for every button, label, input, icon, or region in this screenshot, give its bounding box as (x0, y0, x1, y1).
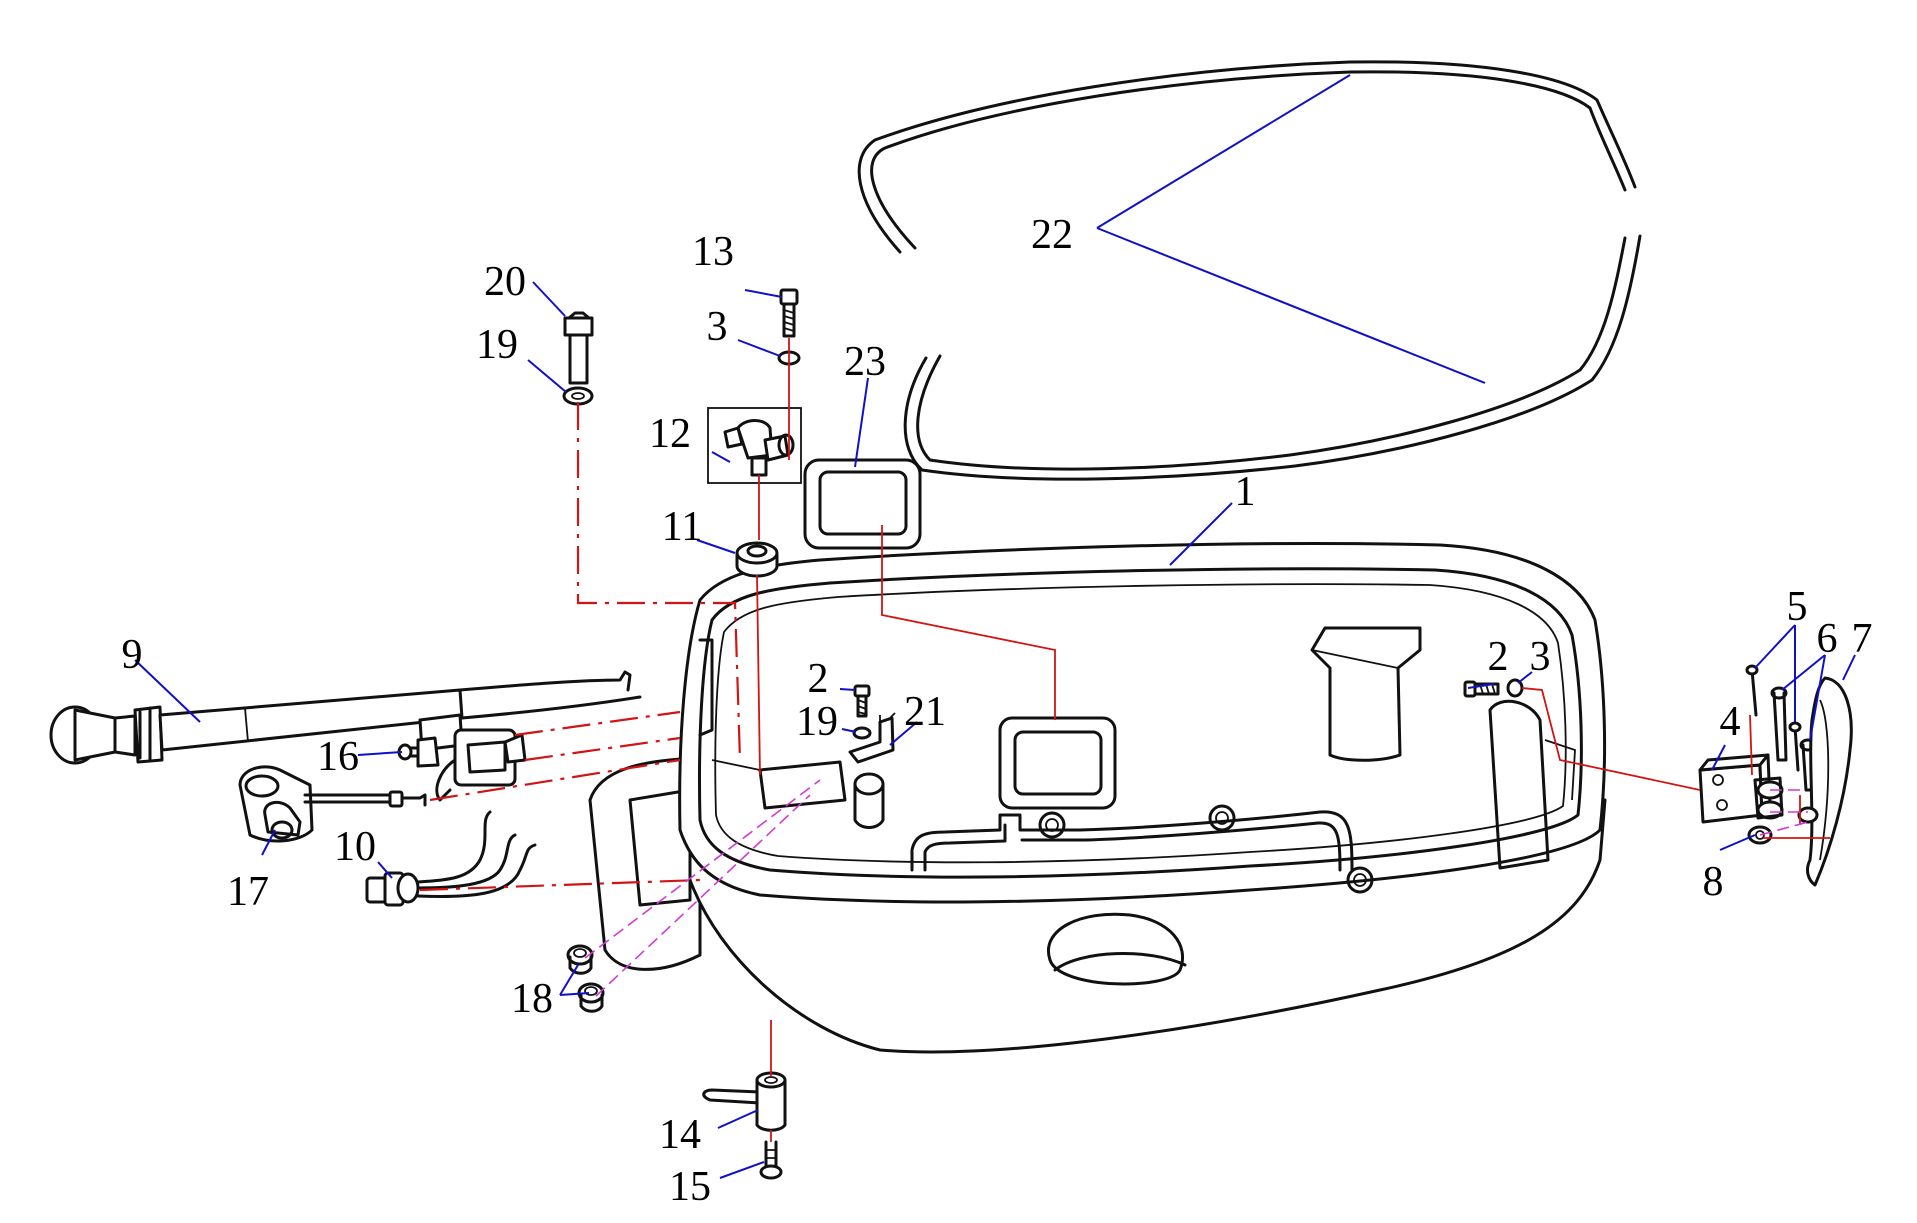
switch-with-wires (365, 810, 537, 907)
callout-labels: 1 2 2 3 3 4 5 6 7 8 9 10 11 12 13 14 15 … (122, 212, 1873, 1210)
callout-2-center: 2 (808, 656, 829, 702)
bolt-13 (779, 288, 799, 338)
callout-14: 14 (659, 1112, 701, 1158)
washer-19-center (852, 726, 872, 740)
callout-22: 22 (1031, 212, 1073, 258)
grommet-plate (803, 458, 922, 550)
assembly-lines (419, 338, 1830, 1142)
callout-5: 5 (1787, 584, 1808, 630)
callout-23: 23 (844, 339, 886, 385)
callout-3-top: 3 (707, 304, 728, 350)
bracket-21 (848, 712, 896, 829)
callout-1: 1 (1235, 469, 1256, 515)
mount-bracket (238, 765, 427, 843)
callout-9: 9 (122, 632, 143, 678)
rubber-feet-18 (566, 944, 605, 1013)
callout-3-right: 3 (1530, 634, 1551, 680)
fuel-connector-12 (707, 407, 802, 484)
washer-19-top (562, 386, 594, 406)
leader-lines (134, 74, 1856, 1179)
callout-4: 4 (1720, 699, 1741, 745)
handle-7 (1806, 676, 1853, 887)
screw-2-center (853, 684, 871, 718)
callout-8: 8 (1703, 859, 1724, 905)
callout-20: 20 (484, 259, 526, 305)
hinge-bracket-4 (1698, 753, 1772, 824)
cowl-seal-strip (857, 60, 1642, 481)
callout-13: 13 (692, 229, 734, 275)
latch-14 (702, 1071, 787, 1132)
callout-11: 11 (662, 504, 702, 550)
assembly-lines-secondary (584, 779, 1809, 997)
callout-19-top: 19 (476, 322, 518, 368)
callout-2-right: 2 (1488, 634, 1509, 680)
grommet-11 (735, 541, 779, 578)
callout-21: 21 (904, 689, 946, 735)
lower-cowl (588, 541, 1607, 1054)
callout-18: 18 (511, 976, 553, 1022)
bolt-20 (563, 311, 594, 385)
fuel-fitting (397, 713, 527, 802)
callout-10: 10 (334, 824, 376, 870)
callout-12: 12 (649, 411, 691, 457)
callout-15: 15 (669, 1164, 711, 1210)
choke-cable (49, 670, 642, 765)
callout-6: 6 (1817, 616, 1838, 662)
screw-2-right (1463, 680, 1500, 698)
pins-6 (1770, 686, 1817, 792)
callout-19-center: 19 (796, 699, 838, 745)
callout-17: 17 (227, 869, 269, 915)
callout-16: 16 (317, 734, 359, 780)
pin-15 (759, 1140, 783, 1180)
bolts-5 (1745, 664, 1802, 772)
callout-7: 7 (1852, 616, 1873, 662)
